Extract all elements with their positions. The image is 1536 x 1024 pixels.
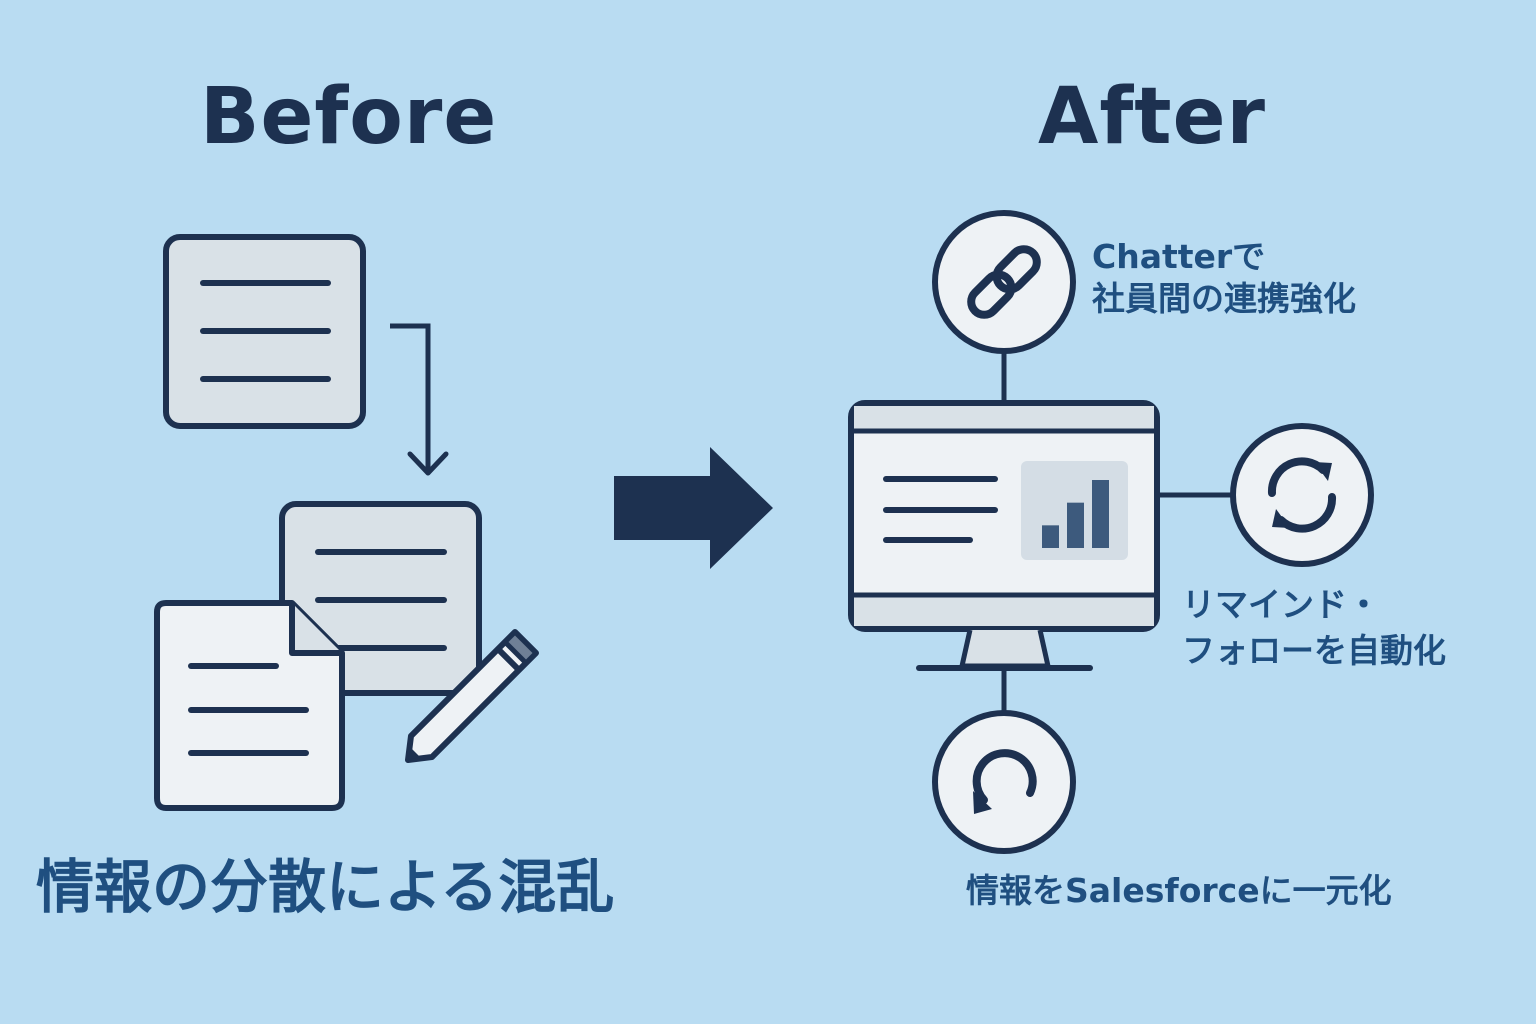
remind-label-line2: フォローを自動化 (1182, 631, 1446, 670)
flow-down-arrow-icon (390, 323, 449, 476)
before-caption: 情報の分散による混乱 (36, 853, 615, 921)
monitor-bar-1 (1042, 525, 1059, 548)
document-top-icon (163, 234, 366, 429)
before-title: Before (200, 72, 498, 162)
salesforce-feature-label: 情報をSalesforceに一元化 (966, 871, 1392, 910)
document-front-icon (154, 600, 345, 811)
refresh-icon (932, 710, 1076, 854)
transition-arrow-icon (614, 447, 773, 569)
monitor-icon (848, 400, 1160, 671)
sync-icon (1230, 423, 1374, 567)
link-icon (932, 210, 1076, 354)
monitor-bar-3 (1092, 480, 1109, 548)
chatter-label-line2: 社員間の連携強化 (1092, 279, 1356, 318)
remind-feature-label: リマインド・ フォローを自動化 (1182, 582, 1446, 674)
remind-label-line1: リマインド・ (1182, 585, 1380, 624)
pencil-icon (405, 629, 539, 763)
chatter-label-line1: Chatterで (1092, 237, 1266, 276)
before-illustration (154, 234, 539, 811)
chatter-feature-label: Chatterで 社員間の連携強化 (1092, 236, 1356, 320)
after-title: After (1038, 72, 1266, 162)
monitor-bar-2 (1067, 502, 1084, 548)
monitor-bar-chart (1042, 480, 1109, 548)
after-illustration (848, 210, 1374, 854)
